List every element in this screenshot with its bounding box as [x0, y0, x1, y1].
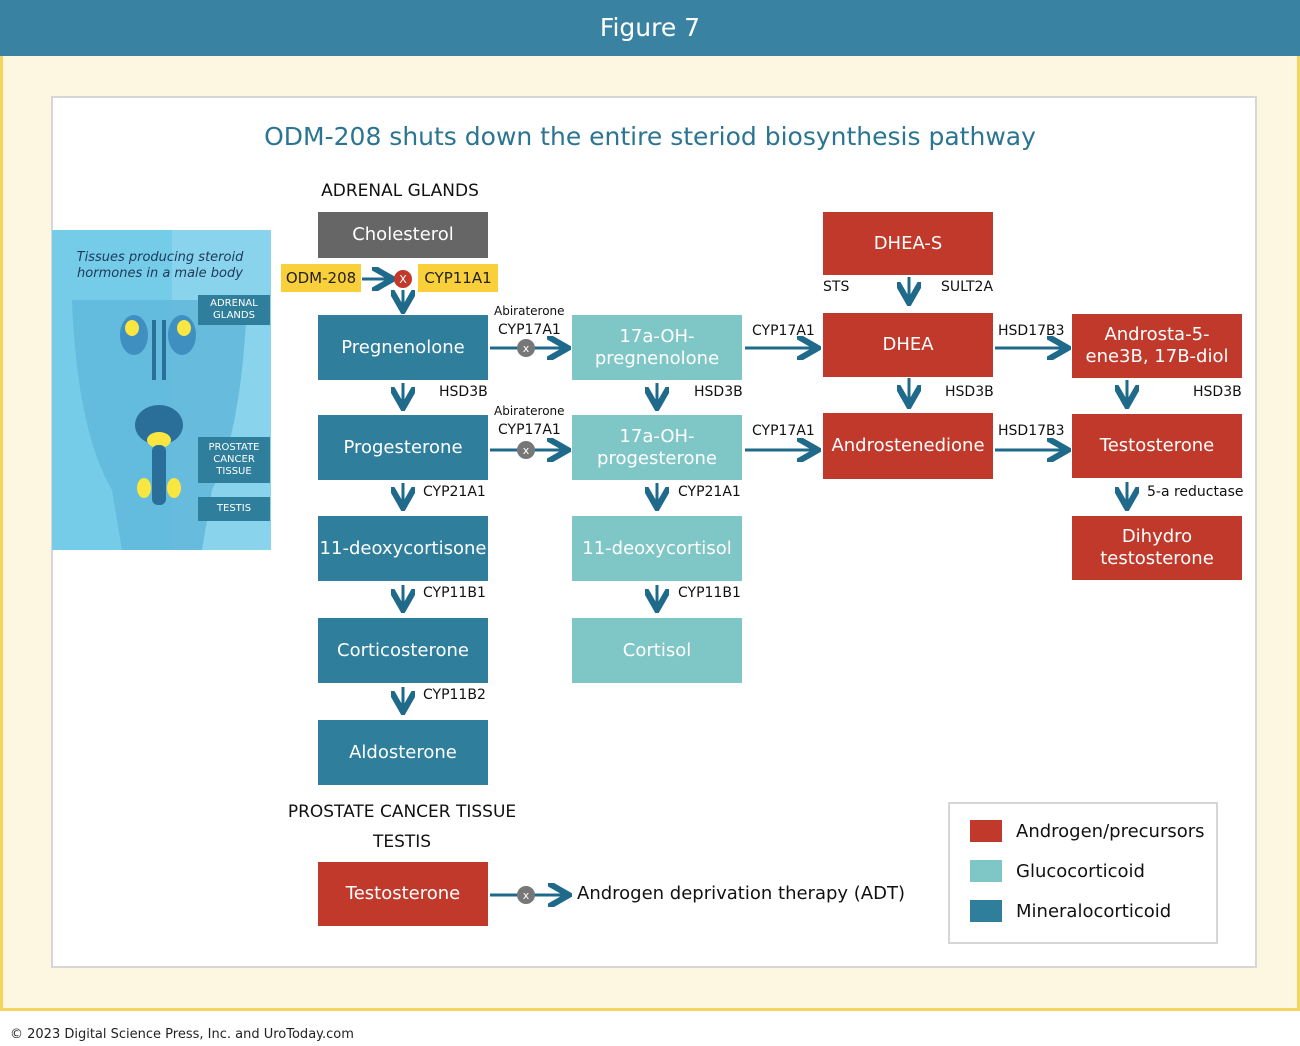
- inset-caption: Tissues producing steroid hormones in a …: [76, 250, 244, 281]
- node-androsta-5-ene3b-17b-diol: Androsta-5- ene3B, 17B-diol: [1072, 314, 1242, 378]
- node-17a-oh-pregnenolone: 17a-OH- pregnenolone: [572, 315, 742, 380]
- enzyme-cyp17a1-1: CYP17A1: [498, 322, 561, 338]
- enzyme-cyp17a1-2: CYP17A1: [498, 422, 561, 438]
- node-11-deoxycortisone: 11-deoxycortisone: [318, 516, 488, 581]
- enzyme-hsd17b3-1: HSD17B3: [998, 323, 1065, 339]
- legend-swatch-androgen: [970, 820, 1002, 842]
- enzyme-cyp11b1-1: CYP11B1: [423, 585, 486, 601]
- abiraterone-block-icon-1: x: [517, 339, 535, 357]
- enzyme-hsd3b-4: HSD3B: [1193, 384, 1242, 400]
- enzyme-hsd17b3-2: HSD17B3: [998, 423, 1065, 439]
- section-adrenal-glands: ADRENAL GLANDS: [321, 181, 479, 201]
- abiraterone-label-1: Abiraterone: [494, 304, 565, 318]
- node-cortisol: Cortisol: [572, 618, 742, 683]
- enzyme-hsd3b-2: HSD3B: [694, 384, 743, 400]
- adt-block-icon: x: [517, 886, 535, 904]
- node-dhea: DHEA: [823, 313, 993, 377]
- enzyme-cyp21a1-1: CYP21A1: [423, 484, 486, 500]
- legend-item-androgen: Androgen/precursors: [970, 820, 1205, 842]
- copyright-footer: © 2023 Digital Science Press, Inc. and U…: [10, 1027, 354, 1042]
- node-aldosterone: Aldosterone: [318, 720, 488, 785]
- legend-label-androgen: Androgen/precursors: [1016, 820, 1205, 842]
- body-silhouette-icon: [72, 230, 271, 550]
- node-testosterone-testis: Testosterone: [318, 862, 488, 926]
- enzyme-5a-reductase: 5-a reductase: [1147, 484, 1244, 500]
- enzyme-cyp11b2: CYP11B2: [423, 687, 486, 703]
- enzyme-sult2a: SULT2A: [941, 279, 994, 295]
- node-androstenedione: Androstenedione: [823, 413, 993, 479]
- legend-label-mineralocorticoid: Mineralocorticoid: [1016, 900, 1172, 922]
- node-17a-oh-progesterone: 17a-OH- progesterone: [572, 415, 742, 480]
- enzyme-cyp17a1-4: CYP17A1: [752, 423, 815, 439]
- section-prostate-cancer-tissue: PROSTATE CANCER TISSUE: [287, 802, 517, 822]
- odm-block-icon: X: [394, 270, 412, 288]
- legend-item-glucocorticoid: Glucocorticoid: [970, 860, 1145, 882]
- node-11-deoxycortisol: 11-deoxycortisol: [572, 516, 742, 581]
- diagram-title: ODM-208 shuts down the entire steriod bi…: [264, 122, 1036, 151]
- enzyme-hsd3b-3: HSD3B: [945, 384, 994, 400]
- male-body-illustration: [52, 230, 271, 550]
- figure-header: Figure 7: [0, 0, 1300, 56]
- node-dhea-s: DHEA-S: [823, 212, 993, 275]
- enzyme-cyp21a1-2: CYP21A1: [678, 484, 741, 500]
- enzyme-cyp17a1-3: CYP17A1: [752, 323, 815, 339]
- legend-item-mineralocorticoid: Mineralocorticoid: [970, 900, 1171, 922]
- node-progesterone: Progesterone: [318, 415, 488, 480]
- section-testis: TESTIS: [372, 832, 432, 852]
- node-pregnenolone: Pregnenolone: [318, 315, 488, 380]
- enzyme-sts: STS: [823, 279, 850, 295]
- abiraterone-block-icon-2: x: [517, 441, 535, 459]
- adt-label: Androgen deprivation therapy (ADT): [577, 883, 905, 904]
- tag-adrenal-glands: ADRENAL GLANDS: [198, 295, 270, 325]
- enzyme-hsd3b-1: HSD3B: [439, 384, 488, 400]
- tag-prostate-cancer-tissue: PROSTATE CANCER TISSUE: [198, 437, 270, 483]
- legend-swatch-glucocorticoid: [970, 860, 1002, 882]
- enzyme-cyp11a1: CYP11A1: [418, 264, 498, 292]
- abiraterone-label-2: Abiraterone: [494, 404, 565, 418]
- node-corticosterone: Corticosterone: [318, 618, 488, 683]
- inhibitor-odm-208: ODM-208: [281, 264, 361, 292]
- enzyme-cyp11b1-2: CYP11B1: [678, 585, 741, 601]
- legend: Androgen/precursors Glucocorticoid Miner…: [948, 802, 1218, 944]
- node-dihydrotestosterone: Dihydro testosterone: [1072, 516, 1242, 580]
- legend-label-glucocorticoid: Glucocorticoid: [1016, 860, 1145, 882]
- node-cholesterol: Cholesterol: [318, 212, 488, 258]
- tag-testis: TESTIS: [198, 497, 270, 521]
- node-testosterone: Testosterone: [1072, 414, 1242, 478]
- legend-swatch-mineralocorticoid: [970, 900, 1002, 922]
